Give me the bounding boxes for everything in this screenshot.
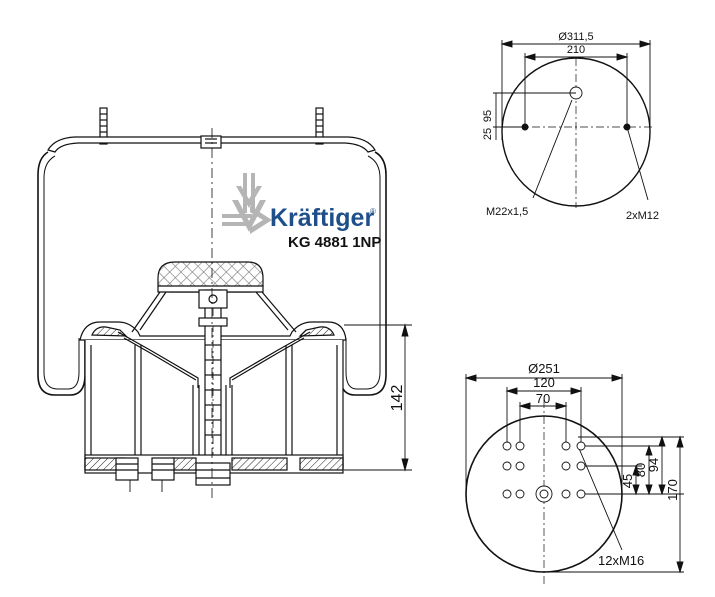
registered-mark: ® xyxy=(370,207,376,216)
height-dimension xyxy=(344,323,412,472)
bolt-hole xyxy=(561,441,571,451)
v80-label: 80 xyxy=(633,463,648,477)
arrows-logo-icon xyxy=(222,173,272,234)
base-nut-center xyxy=(195,462,231,486)
base-nut-mid xyxy=(151,457,175,481)
base-nut-left xyxy=(115,457,139,481)
side-view xyxy=(37,107,412,500)
bellow-outer-right xyxy=(339,151,387,396)
top-stud-left xyxy=(99,107,108,145)
bolt-hole xyxy=(561,489,571,499)
offset-25-label: 25 xyxy=(482,128,494,140)
height-label: 142 xyxy=(389,385,406,412)
stud-thread-label: 2xM12 xyxy=(626,210,659,222)
brand-name: Kräftiger xyxy=(270,204,374,232)
offset-95-label: 95 xyxy=(482,110,494,122)
center-thread-label: M22x1,5 xyxy=(486,206,528,218)
bottom-plate-view xyxy=(464,374,684,585)
top-plate xyxy=(47,136,376,153)
bolt-hole xyxy=(515,441,525,451)
bellow-outer xyxy=(37,151,86,396)
bolt-hole xyxy=(576,489,586,499)
top-plate-nut xyxy=(200,135,222,149)
spacing-70-label: 70 xyxy=(536,391,550,406)
model-number: KG 4881 1NP xyxy=(288,234,381,251)
bolt-hole xyxy=(502,461,512,471)
top-stud-right xyxy=(315,107,324,145)
bolt-hole xyxy=(515,461,525,471)
v94-label: 94 xyxy=(646,458,661,472)
spacing-120-label: 120 xyxy=(533,375,555,390)
bolt-hole-pattern xyxy=(502,441,586,503)
top-diameter-label: Ø311,5 xyxy=(558,31,593,43)
v170-label: 170 xyxy=(665,479,680,501)
bolt-hole xyxy=(515,489,525,499)
bottom-diameter-label: Ø251 xyxy=(528,361,560,376)
top-plate-view xyxy=(493,40,652,208)
hole-thread-label: 12xM16 xyxy=(598,553,644,568)
v45-label: 45 xyxy=(620,474,635,488)
bolt-hole xyxy=(502,489,512,499)
bolt-hole xyxy=(561,461,571,471)
bolt-hole xyxy=(576,461,586,471)
top-spacing-label: 210 xyxy=(567,44,585,56)
bolt-hole xyxy=(502,441,512,451)
bolt-hole xyxy=(576,441,586,451)
